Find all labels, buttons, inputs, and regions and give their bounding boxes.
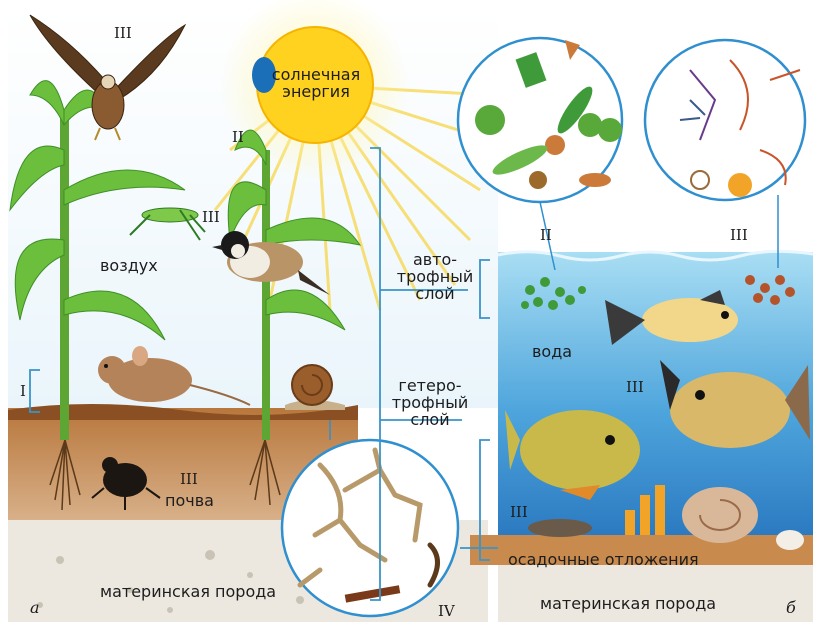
soil-label: почва	[165, 493, 214, 510]
seashell-large	[682, 487, 758, 543]
sun-energy-label: солнечная энергия	[266, 67, 366, 101]
marker-beetle: III	[180, 472, 198, 488]
air-label: воздух	[100, 258, 158, 275]
heterotrophic-layer-label: гетеро- трофный слой	[390, 378, 470, 428]
soil-microbes-circle	[282, 440, 458, 616]
marker-eagle: III	[114, 26, 132, 42]
mollusk	[528, 519, 592, 537]
panel-b-label: б	[786, 600, 796, 617]
heterotrophic-line3: слой	[390, 412, 470, 429]
zooplankton-circle	[645, 40, 805, 200]
marker-mouse-level: I	[20, 384, 26, 400]
water-label: вода	[532, 344, 572, 361]
seashell-small	[776, 530, 804, 550]
panel-a-label: а	[30, 600, 40, 617]
autotrophic-layer-label: авто- трофный слой	[390, 252, 480, 302]
sun-energy-line2: энергия	[266, 84, 366, 101]
parent-rock-right-label: материнская порода	[540, 596, 716, 613]
marker-plant-top: II	[232, 130, 244, 146]
parent-rock-left-label: материнская порода	[100, 584, 276, 601]
marker-phytoplankton: II	[540, 228, 552, 244]
marker-zooplankton: III	[730, 228, 748, 244]
sediments-label: осадочные отложения	[508, 552, 699, 569]
marker-seabed: III	[510, 505, 528, 521]
autotrophic-line3: слой	[390, 286, 480, 303]
marker-soil-microbes: IV	[438, 604, 455, 620]
marker-fish: III	[626, 380, 644, 396]
marker-bird: III	[202, 210, 220, 226]
